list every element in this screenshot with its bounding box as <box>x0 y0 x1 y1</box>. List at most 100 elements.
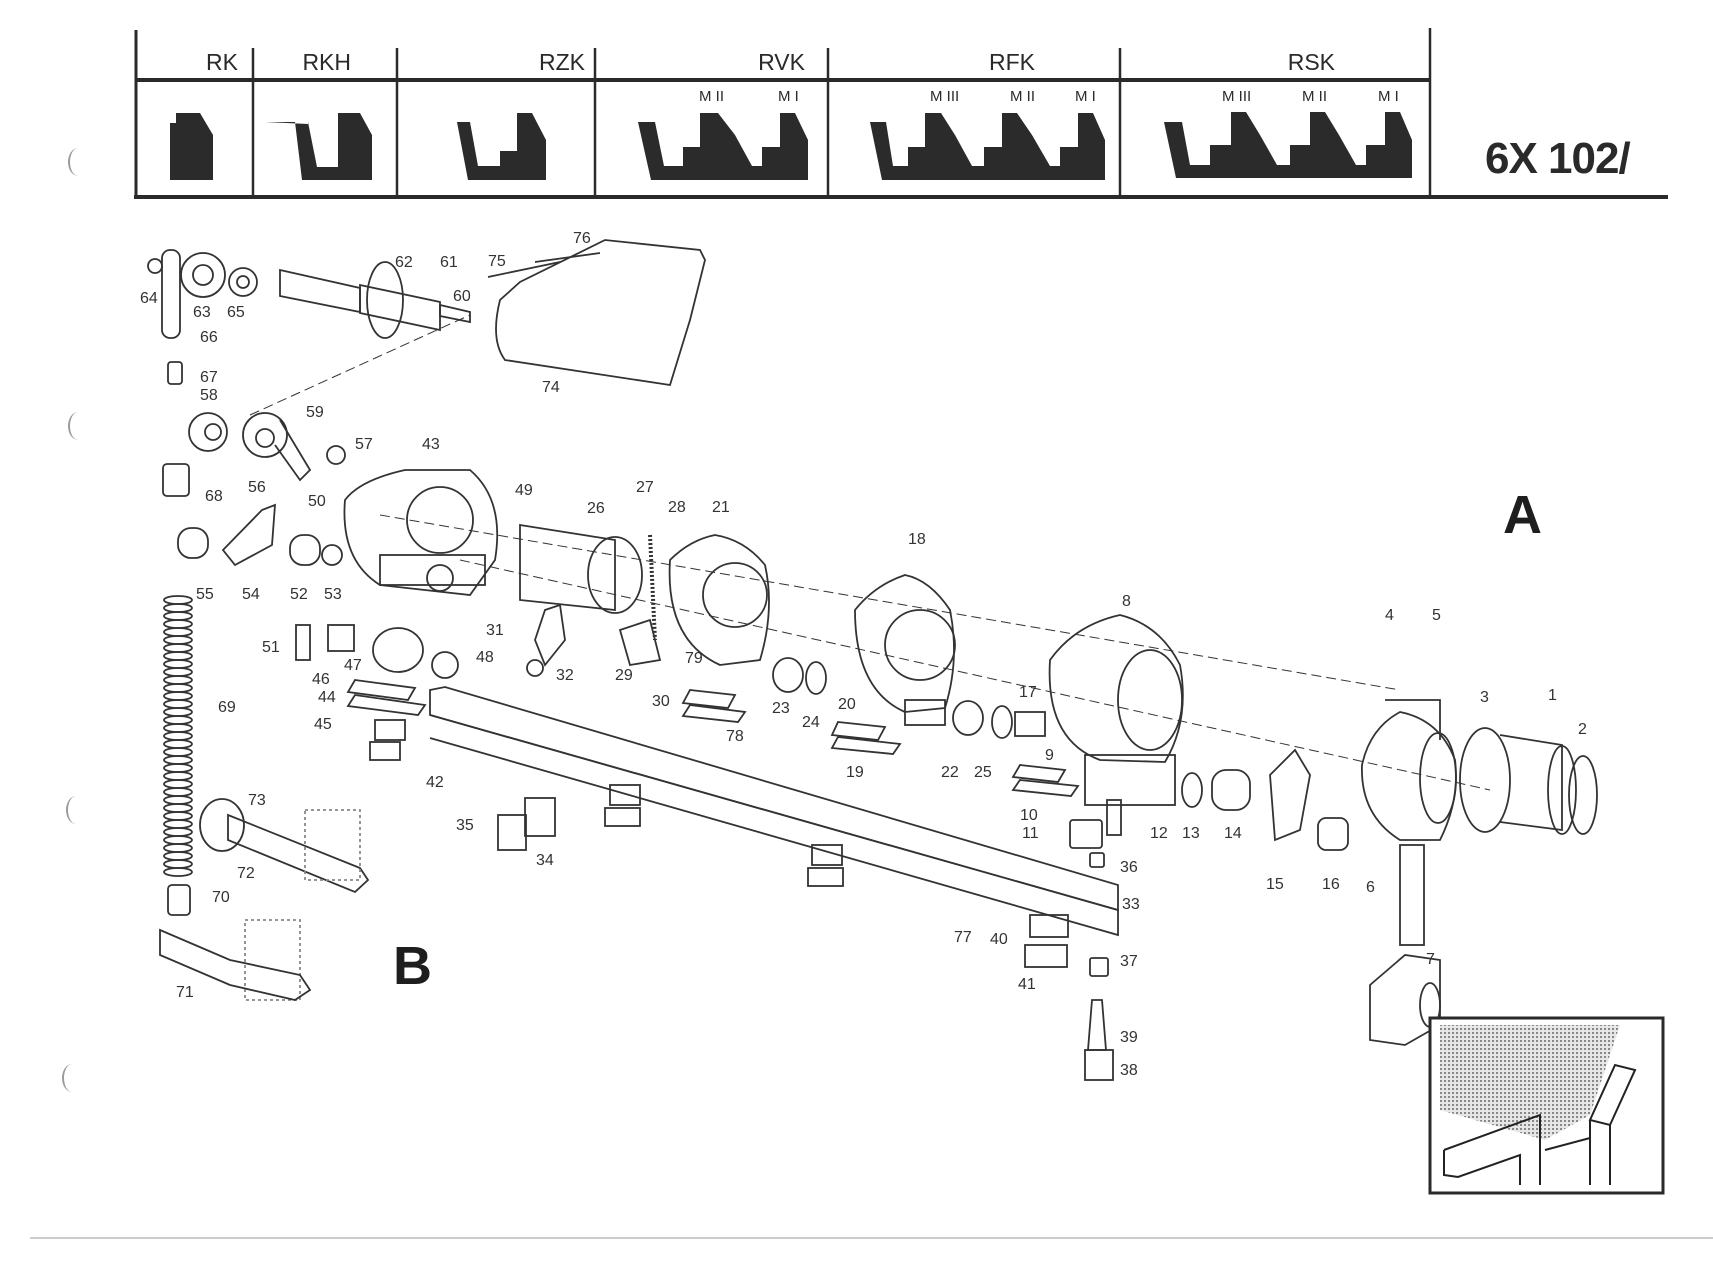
part-callout-20: 20 <box>838 696 856 713</box>
sub-label-rvk-m1: M I <box>778 88 799 105</box>
column-header-rsk: RSK <box>1287 49 1335 75</box>
part-callout-73: 73 <box>248 792 266 809</box>
tooth-profile-rk <box>170 113 213 180</box>
spring-coil <box>163 739 193 749</box>
nut-part <box>431 651 459 679</box>
part-callout-23: 23 <box>772 700 790 717</box>
part-callout-31: 31 <box>486 622 504 639</box>
guide-bar-part <box>429 686 1119 937</box>
plate-part <box>830 721 902 755</box>
part-callout-52: 52 <box>290 586 308 603</box>
sleeve-end <box>1547 745 1577 835</box>
part-callout-49: 49 <box>515 482 533 499</box>
column-header-rvk: RVK <box>758 49 805 75</box>
part-callout-26: 26 <box>587 500 605 517</box>
part-callout-76: 76 <box>573 230 591 247</box>
spring-coil <box>163 619 193 629</box>
document-code: 6X 102/ <box>1485 134 1631 183</box>
inset-detail-box <box>1428 1016 1665 1195</box>
part-callout-17: 17 <box>1019 684 1037 701</box>
part-callout-34: 34 <box>536 852 554 869</box>
spring-coil <box>163 763 193 773</box>
chain-cover-part <box>495 239 706 387</box>
spring-coil <box>163 651 193 661</box>
bearing-part <box>188 412 228 452</box>
plate-part <box>1011 764 1080 797</box>
part-callout-28: 28 <box>668 499 686 516</box>
header-table <box>134 28 1668 199</box>
block-part <box>1106 799 1122 836</box>
pin-part <box>487 252 601 278</box>
part-callout-55: 55 <box>196 586 214 603</box>
sprocket-part <box>242 412 312 482</box>
spring-coil <box>163 683 193 693</box>
clip-part <box>524 797 556 837</box>
part-callout-69: 69 <box>218 699 236 716</box>
collar-part <box>372 627 424 673</box>
clip-part <box>497 814 527 851</box>
washer-part <box>326 445 346 465</box>
head-housing-part <box>1361 699 1457 841</box>
gear-housing-part <box>343 469 499 596</box>
spring-part <box>163 595 193 877</box>
seal-part <box>805 661 827 695</box>
part-callout-8: 8 <box>1122 593 1131 610</box>
part-callout-13: 13 <box>1182 825 1200 842</box>
column-header-rkh: RKH <box>302 49 351 75</box>
tooth-profile-rzk <box>425 113 546 180</box>
part-callout-67: 67 <box>200 369 218 386</box>
sleeve-part <box>1014 711 1046 737</box>
bearing-part <box>228 267 258 297</box>
bracket-part <box>159 928 312 1001</box>
part-callout-42: 42 <box>426 774 444 791</box>
tooth-profile-rkh <box>265 113 372 180</box>
axis-line <box>249 314 471 416</box>
sub-label-rfk-m1: M I <box>1075 88 1096 105</box>
block-part <box>1024 944 1068 968</box>
part-callout-74: 74 <box>542 379 560 396</box>
part-callout-79: 79 <box>685 650 703 667</box>
spring-coil <box>163 819 193 829</box>
spring-coil <box>163 667 193 677</box>
spring-coil <box>163 731 193 741</box>
block-part <box>807 867 844 887</box>
spring-coil <box>163 835 193 845</box>
column-header-rzk: RZK <box>539 49 585 75</box>
part-callout-77: 77 <box>954 929 972 946</box>
part-callout-60: 60 <box>453 288 471 305</box>
part-callout-9: 9 <box>1045 747 1054 764</box>
part-callout-68: 68 <box>205 488 223 505</box>
seal-part <box>991 705 1013 739</box>
part-callout-22: 22 <box>941 764 959 781</box>
part-callout-29: 29 <box>615 667 633 684</box>
spacer-part <box>177 527 209 559</box>
part-callout-15: 15 <box>1266 876 1284 893</box>
sprocket-chain-part <box>147 249 226 339</box>
part-callout-35: 35 <box>456 817 474 834</box>
tooth-profile-rvk <box>607 113 808 180</box>
spring-coil <box>163 803 193 813</box>
spring-coil <box>163 723 193 733</box>
part-callout-37: 37 <box>1120 953 1138 970</box>
part-callout-45: 45 <box>314 716 332 733</box>
axis-line <box>379 514 1401 691</box>
bearing-part <box>952 700 984 736</box>
part-callout-4: 4 <box>1385 607 1394 624</box>
spring-coil <box>163 707 193 717</box>
washer-part <box>321 544 343 566</box>
punch-hole-mark <box>68 148 88 176</box>
tooth-profile-rfk <box>838 113 1105 180</box>
sub-label-rsk-m2: M II <box>1302 88 1327 105</box>
shaft-part <box>279 261 471 339</box>
block-part <box>811 844 843 866</box>
lever-part <box>534 603 566 667</box>
plug-part <box>167 361 183 385</box>
part-callout-53: 53 <box>324 586 342 603</box>
part-callout-3: 3 <box>1480 689 1489 706</box>
tooth-profile-rsk <box>1130 112 1412 178</box>
part-callout-56: 56 <box>248 479 266 496</box>
spring-coil <box>163 867 193 877</box>
block-part <box>1069 819 1103 849</box>
spring-coil <box>163 747 193 757</box>
